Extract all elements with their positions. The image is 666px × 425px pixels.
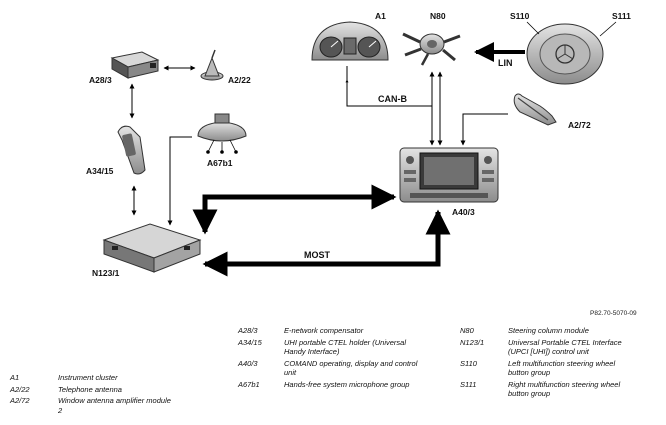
microphone-group-icon xyxy=(197,113,247,154)
legend-code: S111 xyxy=(460,379,477,389)
legend-code: A2/22 xyxy=(10,384,30,394)
label-a2-72: A2/72 xyxy=(568,120,591,130)
legend-description: COMAND operating, display and control un… xyxy=(284,358,418,378)
label-a2-22: A2/22 xyxy=(228,75,251,85)
legend-code: N123/1 xyxy=(460,337,485,347)
label-a28-3: A28/3 xyxy=(89,75,112,85)
legend-description: Right multifunction steering wheel butto… xyxy=(508,379,621,399)
steering-wheel-icon xyxy=(526,23,604,85)
window-antenna-amplifier-icon xyxy=(513,93,557,126)
can-b-connection xyxy=(345,66,443,146)
legend-item: S110 Left multifunction steering wheel bu… xyxy=(460,359,660,378)
label-most: MOST xyxy=(304,250,331,260)
phone-holder-icon xyxy=(117,125,146,175)
label-s111: S111 xyxy=(612,11,631,21)
legend-code: A67b1 xyxy=(238,379,260,389)
upci-control-unit-icon xyxy=(102,223,202,273)
legend-code: A1 xyxy=(10,373,20,382)
n123-comand-link xyxy=(192,184,397,235)
legend-description: Left multifunction steering wheel button… xyxy=(508,358,616,378)
label-can-b: CAN-B xyxy=(378,94,407,104)
legend-item: A1 Instrument cluster xyxy=(10,373,210,383)
e-network-compensator-icon xyxy=(110,51,160,79)
label-a1: A1 xyxy=(375,11,386,21)
legend-item: A40/3 COMAND operating, display and contr… xyxy=(238,359,448,378)
steering-column-module-icon xyxy=(402,32,461,66)
legend-code: N80 xyxy=(460,326,474,335)
instrument-cluster-icon xyxy=(311,21,389,61)
legend-item: N123/1 Universal Portable CTEL Interface … xyxy=(460,338,660,357)
label-s110: S110 xyxy=(510,11,530,21)
legend-code: A40/3 xyxy=(238,358,258,368)
legend-code: A2/72 xyxy=(10,396,30,405)
legend-description: Hands-free system microphone group xyxy=(284,379,410,389)
label-a34-15: A34/15 xyxy=(86,166,114,176)
most-bus-arrow xyxy=(202,209,451,277)
legend-description: Window antenna amplifier module 2 xyxy=(58,396,171,415)
label-n123-1: N123/1 xyxy=(92,268,120,278)
label-lin: LIN xyxy=(498,58,513,68)
legend-item: A67b1 Hands-free system microphone group xyxy=(238,380,448,390)
label-a40-3: A40/3 xyxy=(452,207,475,217)
legend-item: A28/3 E-network compensator xyxy=(238,326,448,336)
figure-reference: P82.70-5070-09 xyxy=(590,310,637,317)
legend-description: UHI portable CTEL holder (Universal Hand… xyxy=(284,337,406,357)
telephone-antenna-icon xyxy=(200,49,224,81)
legend-description: Instrument cluster xyxy=(58,373,118,382)
wiring-diagram: A1 N80 S110 S111 LIN CAN-B A2/72 xyxy=(86,11,631,278)
legend-code: S110 xyxy=(460,358,477,368)
legend-item: N80 Steering column module xyxy=(460,326,660,336)
legend-description: E-network compensator xyxy=(284,326,364,335)
legend-item: A34/15 UHI portable CTEL holder (Universa… xyxy=(238,338,448,357)
legend-item: S111 Right multifunction steering wheel b… xyxy=(460,380,660,399)
comand-unit-icon xyxy=(399,147,499,203)
label-a67b1: A67b1 xyxy=(207,158,233,168)
legend-description: Steering column module xyxy=(508,326,589,335)
legend-item: A2/72 Window antenna amplifier module 2 xyxy=(10,396,210,415)
legend-description: Telephone antenna xyxy=(58,384,122,394)
microphone-control-link xyxy=(167,136,192,226)
legend-code: A34/15 xyxy=(238,337,262,347)
legend-item: A2/22 Telephone antenna xyxy=(10,385,210,395)
label-n80: N80 xyxy=(430,11,446,21)
legend-code: A28/3 xyxy=(238,326,258,335)
legend-description: Universal Portable CTEL Interface (UPCI … xyxy=(508,337,622,357)
